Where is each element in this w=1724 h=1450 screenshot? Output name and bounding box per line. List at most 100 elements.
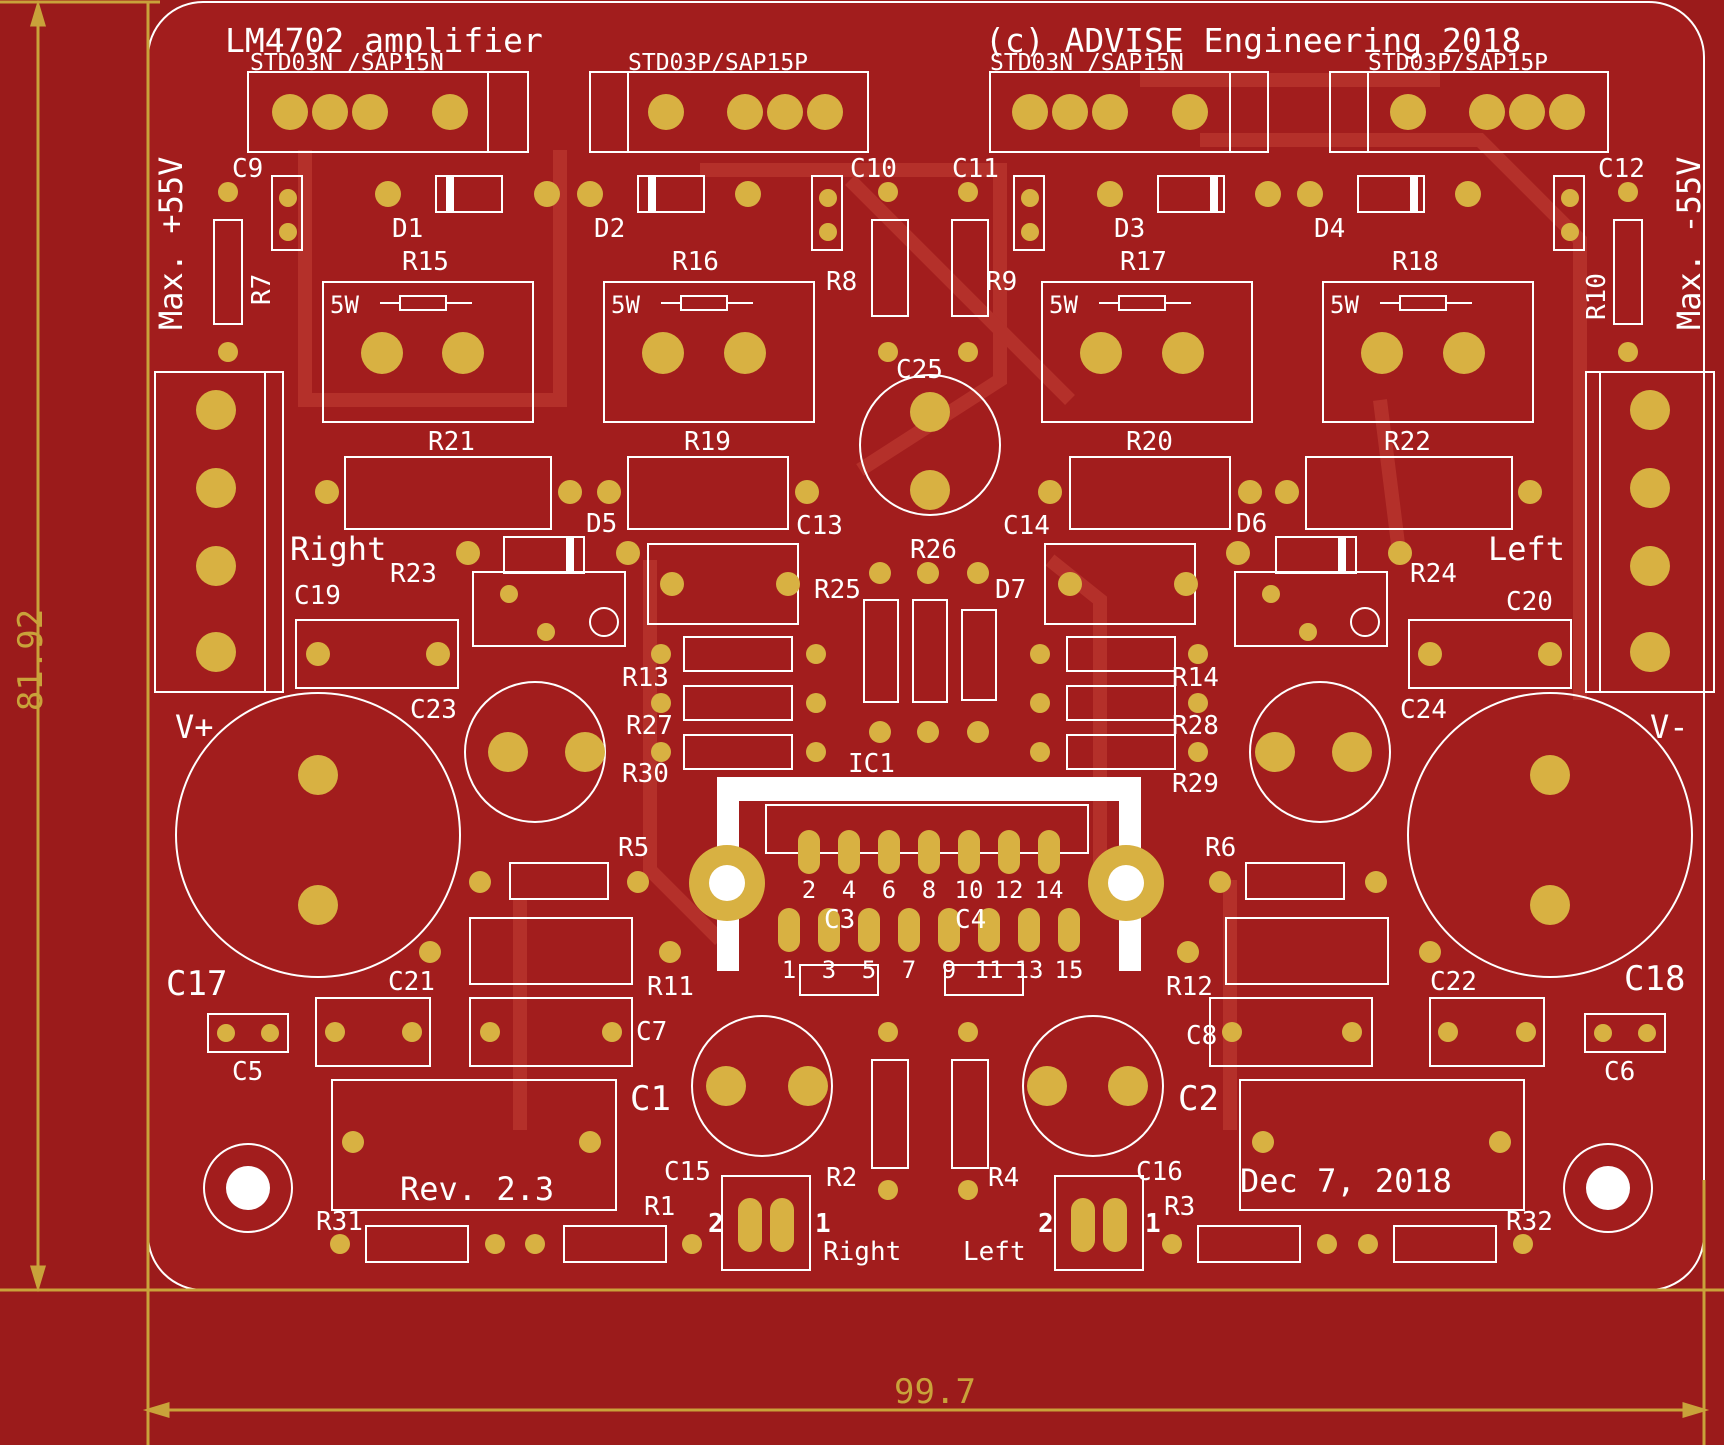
svg-text:5: 5	[862, 956, 876, 984]
transistor-outlines	[247, 71, 1609, 153]
label-r23: R23	[390, 559, 437, 589]
label-r22: R22	[1384, 427, 1431, 457]
svg-text:2: 2	[802, 876, 816, 904]
label-d1: D1	[392, 214, 423, 244]
label-r3: R3	[1164, 1192, 1195, 1222]
label-c7: C7	[636, 1017, 667, 1047]
drill-holes	[226, 865, 1630, 1210]
label-r30: R30	[622, 759, 669, 789]
mounting-hole-rings	[203, 1143, 1653, 1233]
label-r4: R4	[988, 1163, 1019, 1193]
label-c10: C10	[850, 154, 897, 184]
copper-pads	[196, 94, 1670, 1254]
conn-left-pin2: 2	[1038, 1209, 1054, 1239]
label-r7: R7	[247, 274, 277, 305]
label-c4: C4	[955, 905, 986, 935]
vplus-label: V+	[175, 708, 214, 746]
label-r25: R25	[814, 575, 861, 605]
label-c24: C24	[1400, 695, 1447, 725]
label-c16: C16	[1136, 1157, 1183, 1187]
svg-text:14: 14	[1035, 876, 1064, 904]
label-c18: C18	[1624, 959, 1685, 999]
label-r6: R6	[1205, 833, 1236, 863]
power-resistor-boxes	[322, 281, 1534, 423]
input-left-label: Left	[963, 1237, 1026, 1267]
label-c17: C17	[166, 964, 227, 1004]
svg-text:10: 10	[955, 876, 984, 904]
svg-text:7: 7	[902, 956, 916, 984]
label-c22: C22	[1430, 967, 1477, 997]
dimension-height: 81.92	[11, 609, 51, 711]
revision-label: Rev. 2.3	[400, 1170, 554, 1208]
label-c13: C13	[796, 511, 843, 541]
label-r21: R21	[428, 427, 475, 457]
label-c1: C1	[630, 1079, 671, 1119]
label-r28: R28	[1172, 711, 1219, 741]
transistor-label-3: STD03N /SAP15N	[990, 50, 1184, 76]
five-w-label-4: 5W	[1330, 291, 1359, 319]
svg-text:3: 3	[822, 956, 836, 984]
label-c5: C5	[232, 1057, 263, 1087]
label-r17: R17	[1120, 247, 1167, 277]
label-c9: C9	[232, 154, 263, 184]
label-c20: C20	[1506, 587, 1553, 617]
svg-text:9: 9	[942, 956, 956, 984]
date-label: Dec 7, 2018	[1240, 1162, 1452, 1200]
label-r29: R29	[1172, 769, 1219, 799]
label-c25: C25	[896, 355, 943, 385]
dimension-width: 99.7	[894, 1372, 976, 1412]
label-r20: R20	[1126, 427, 1173, 457]
label-r31: R31	[316, 1207, 363, 1237]
label-d7: D7	[995, 575, 1026, 605]
transistor-label-1: STD03N /SAP15N	[250, 50, 444, 76]
label-c6: C6	[1604, 1057, 1635, 1087]
label-d4: D4	[1314, 214, 1345, 244]
label-r8: R8	[826, 267, 857, 297]
label-r24: R24	[1410, 559, 1457, 589]
silkscreen-outlines	[154, 175, 1715, 1271]
label-c3: C3	[824, 905, 855, 935]
vminus-label: V-	[1650, 708, 1689, 746]
label-r13: R13	[622, 663, 669, 693]
label-c19: C19	[294, 581, 341, 611]
ic-pin-numbers: 2 4 6 8 10 12 14 1 3 5 7 9 11 13 15	[782, 876, 1084, 984]
label-r19: R19	[684, 427, 731, 457]
svg-text:4: 4	[842, 876, 856, 904]
label-d5: D5	[586, 509, 617, 539]
conn-left-pin1: 1	[1145, 1209, 1161, 1239]
component-labels: Max. +55V Max. -55V V+ V- Right Left C9 …	[152, 154, 1708, 1267]
label-r12: R12	[1166, 972, 1213, 1002]
svg-text:11: 11	[975, 956, 1004, 984]
pos-max-label: Max. +55V	[152, 157, 190, 330]
input-right-label: Right	[823, 1237, 901, 1267]
label-r1: R1	[644, 1192, 675, 1222]
label-c21: C21	[388, 967, 435, 997]
label-r26: R26	[910, 535, 957, 565]
left-label: Left	[1488, 530, 1565, 568]
label-r18: R18	[1392, 247, 1439, 277]
label-c23: C23	[410, 695, 457, 725]
label-r16: R16	[672, 247, 719, 277]
title-left: LM4702 amplifier	[225, 21, 543, 60]
label-r10: R10	[1582, 273, 1612, 320]
label-c15: C15	[664, 1157, 711, 1187]
five-w-label-3: 5W	[1049, 291, 1078, 319]
label-r2: R2	[826, 1163, 857, 1193]
svg-text:15: 15	[1055, 956, 1084, 984]
ic-pin-pads	[738, 830, 1127, 1252]
label-c8: C8	[1186, 1021, 1217, 1051]
label-r14: R14	[1172, 663, 1219, 693]
label-ic1: IC1	[848, 749, 895, 779]
title-right: (c) ADVISE Engineering 2018	[985, 21, 1521, 60]
label-d6: D6	[1236, 509, 1267, 539]
label-c12: C12	[1598, 154, 1645, 184]
right-label: Right	[290, 530, 386, 568]
svg-text:6: 6	[882, 876, 896, 904]
svg-text:1: 1	[782, 956, 796, 984]
five-w-label-2: 5W	[611, 291, 640, 319]
label-c14: C14	[1003, 511, 1050, 541]
label-d2: D2	[594, 214, 625, 244]
